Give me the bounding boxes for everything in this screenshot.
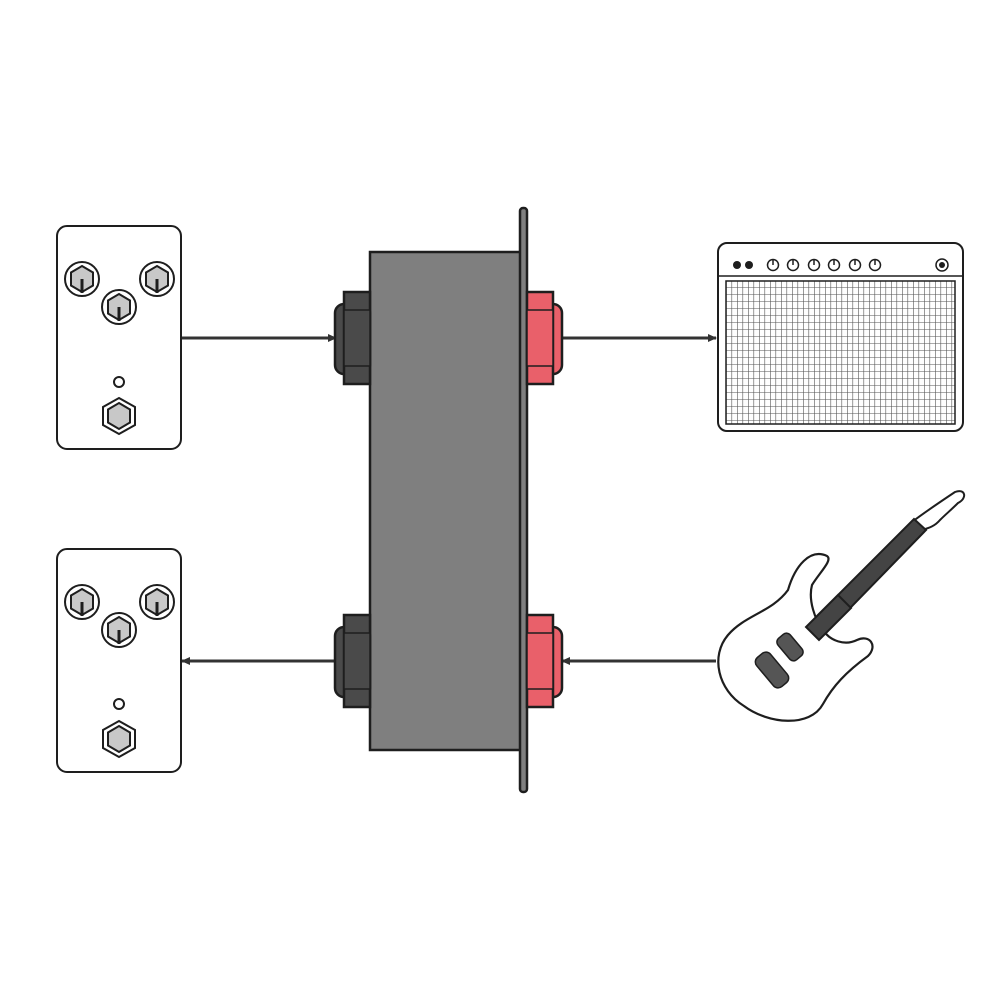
quarter-inch-jack-icon [333, 613, 372, 709]
knob-icon [101, 612, 137, 648]
amp-knob-icon [766, 258, 780, 272]
jack-dot-icon [745, 261, 753, 269]
effects-pedal-icon [56, 225, 182, 450]
knob-icon [101, 289, 137, 325]
amp-knob-icon [786, 258, 800, 272]
amp-knobs [766, 258, 882, 272]
amp-knob-icon [827, 258, 841, 272]
pickup-icon [754, 651, 790, 689]
quarter-inch-jack-icon [333, 290, 372, 386]
quarter-inch-jack-icon [525, 290, 564, 386]
knob-icon [64, 584, 100, 620]
guitar-body [717, 553, 874, 722]
guitar-neck-on-body [804, 593, 853, 642]
knob-icon [139, 261, 175, 297]
knob-icon [139, 584, 175, 620]
quarter-inch-jack-icon [525, 613, 564, 709]
led-icon [113, 698, 125, 710]
jack-dot-icon [733, 261, 741, 269]
knob-icon [64, 261, 100, 297]
connection-lines [181, 334, 717, 665]
guitar-amplifier-icon [717, 242, 964, 432]
amp-knob-icon [848, 258, 862, 272]
led-icon [113, 376, 125, 388]
footswitch-icon [102, 396, 136, 436]
amp-knob-icon [807, 258, 821, 272]
power-switch-icon [935, 258, 949, 272]
speaker-grille [725, 280, 956, 425]
guitar-headstock [910, 490, 966, 532]
box-body [368, 250, 524, 752]
pickup-icon [776, 632, 804, 662]
box-front-panel [518, 206, 529, 794]
footswitch-icon [102, 719, 136, 759]
effects-pedal-icon [56, 548, 182, 773]
amp-knob-icon [868, 258, 882, 272]
patch-bay-box [368, 206, 529, 794]
electric-guitar-icon [717, 490, 966, 722]
